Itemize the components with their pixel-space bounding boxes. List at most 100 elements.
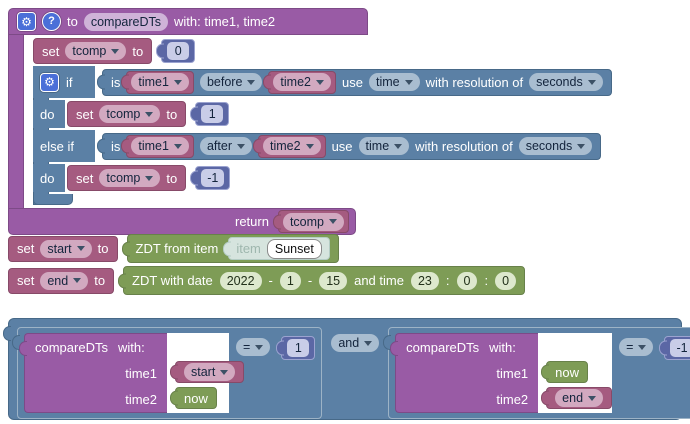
comparison-operator-dropdown[interactable]: = bbox=[236, 338, 271, 356]
year-field[interactable]: 2022 bbox=[219, 271, 262, 290]
statement-set-tcomp-neg1: set tcomp to -1 bbox=[67, 165, 231, 191]
dropdown-arrow-icon bbox=[404, 79, 413, 85]
operator-dropdown[interactable]: after bbox=[199, 137, 252, 155]
to-label: to bbox=[166, 170, 178, 186]
variable-block-time2[interactable]: time2 bbox=[257, 134, 326, 158]
if-block-foot bbox=[33, 194, 73, 205]
dropdown-arrow-icon bbox=[145, 175, 154, 181]
do-label: do bbox=[40, 170, 55, 186]
colon-separator: : bbox=[484, 273, 489, 288]
hour-field[interactable]: 23 bbox=[410, 271, 439, 290]
variable-name: tcomp bbox=[289, 214, 324, 229]
zdt-from-item-block[interactable]: ZDT from item item Sunset bbox=[126, 234, 339, 263]
variable-dropdown[interactable]: end bbox=[555, 389, 604, 407]
elseif-label: else if bbox=[40, 138, 74, 154]
variable-block-time2[interactable]: time2 bbox=[268, 70, 336, 94]
mutator-gear-icon[interactable]: ⚙ bbox=[17, 12, 36, 31]
number-block[interactable]: -1 bbox=[195, 166, 231, 190]
second-field[interactable]: 0 bbox=[495, 271, 517, 290]
zdt-with-date-block[interactable]: ZDT with date 2022 - 1 - 15 and time 23 … bbox=[123, 266, 526, 295]
call-input-sockets: now end bbox=[538, 333, 613, 413]
variable-block-time1[interactable]: time1 bbox=[126, 70, 194, 94]
number-block[interactable]: 1 bbox=[195, 102, 230, 126]
if-block[interactable]: ⚙ if is time1 bbox=[33, 66, 612, 205]
variable-dropdown[interactable]: start bbox=[184, 363, 236, 381]
variable-dropdown[interactable]: tcomp bbox=[99, 169, 161, 187]
resolution-dropdown[interactable]: seconds bbox=[529, 73, 603, 91]
procedure-header[interactable]: ⚙ ? to compareDTs with: time1, time2 bbox=[8, 8, 368, 35]
to-label: to bbox=[166, 106, 178, 122]
statement-set-start: set start to ZDT from item item Sunset bbox=[8, 234, 339, 263]
minute-field[interactable]: 0 bbox=[456, 271, 478, 290]
number-field[interactable]: -1 bbox=[670, 339, 690, 357]
number-field[interactable]: -1 bbox=[201, 169, 225, 187]
help-icon[interactable]: ? bbox=[42, 12, 61, 31]
statement-set-tcomp-0: set tcomp to 0 bbox=[33, 38, 612, 64]
number-block[interactable]: 0 bbox=[161, 39, 196, 63]
variable-dropdown[interactable]: time1 bbox=[131, 73, 189, 91]
operator-value: before bbox=[206, 75, 243, 89]
zdt-from-item-label: ZDT from item bbox=[135, 241, 219, 256]
variable-block-tcomp[interactable]: tcomp bbox=[277, 210, 349, 233]
resolution-value: seconds bbox=[536, 75, 583, 89]
variable-block-start[interactable]: start bbox=[175, 361, 245, 383]
source-dropdown[interactable]: time bbox=[368, 73, 420, 91]
now-label: now bbox=[555, 364, 580, 380]
variable-dropdown[interactable]: tcomp bbox=[65, 42, 127, 60]
statement-set-end: set end to ZDT with date 2022 - 1 - 15 a… bbox=[8, 266, 526, 295]
compareDTs-call-block[interactable]: compareDTs with: time1 time2 bbox=[390, 333, 539, 413]
variable-dropdown[interactable]: tcomp bbox=[99, 105, 161, 123]
month-field[interactable]: 1 bbox=[279, 271, 301, 290]
procedure-definition-block[interactable]: ⚙ ? to compareDTs with: time1, time2 set… bbox=[8, 8, 612, 235]
set-variable-block[interactable]: set tcomp to bbox=[67, 165, 187, 191]
source-value: time bbox=[365, 139, 390, 153]
resolution-value: seconds bbox=[525, 139, 573, 153]
source-dropdown[interactable]: time bbox=[358, 137, 410, 155]
variable-dropdown[interactable]: time1 bbox=[131, 137, 189, 155]
number-field[interactable]: 1 bbox=[201, 105, 224, 123]
variable-block-time1[interactable]: time1 bbox=[126, 134, 194, 158]
return-label: return bbox=[234, 214, 269, 229]
variable-dropdown[interactable]: start bbox=[40, 239, 92, 258]
set-variable-block[interactable]: set start to bbox=[8, 235, 118, 262]
set-label: set bbox=[76, 106, 94, 122]
set-variable-block[interactable]: set tcomp to bbox=[67, 101, 187, 127]
item-name-field[interactable]: Sunset bbox=[266, 238, 322, 259]
variable-block-end[interactable]: end bbox=[546, 387, 613, 409]
dropdown-arrow-icon bbox=[316, 79, 324, 85]
procedure-return-row: return tcomp bbox=[8, 208, 356, 235]
day-field[interactable]: 15 bbox=[319, 271, 348, 290]
logic-and-block[interactable]: compareDTs with: time1 time2 bbox=[3, 318, 690, 420]
now-block[interactable]: now bbox=[546, 361, 589, 383]
operator-value: = bbox=[626, 340, 634, 354]
comparison-block-left[interactable]: compareDTs with: time1 time2 bbox=[11, 327, 323, 419]
set-variable-block[interactable]: set end to bbox=[8, 267, 115, 294]
operator-dropdown[interactable]: before bbox=[199, 73, 263, 91]
procedure-name-field[interactable]: compareDTs bbox=[83, 12, 169, 31]
comparison-block-right[interactable]: compareDTs with: time1 time2 now bbox=[383, 327, 690, 419]
logic-operator-dropdown[interactable]: and bbox=[331, 334, 380, 352]
datetime-compare-block[interactable]: is time1 after bbox=[102, 132, 602, 160]
zdt-with-date-label: ZDT with date bbox=[132, 273, 213, 288]
resolution-dropdown[interactable]: seconds bbox=[518, 137, 593, 155]
number-block[interactable]: 1 bbox=[281, 336, 316, 360]
variable-dropdown[interactable]: tcomp bbox=[282, 212, 344, 231]
variable-dropdown[interactable]: time2 bbox=[262, 137, 321, 155]
number-field[interactable]: 1 bbox=[287, 339, 310, 357]
variable-dropdown[interactable]: time2 bbox=[273, 73, 331, 91]
now-block[interactable]: now bbox=[175, 387, 217, 409]
comparison-operator-dropdown[interactable]: = bbox=[619, 338, 654, 356]
dropdown-arrow-icon bbox=[255, 344, 264, 350]
number-field[interactable]: 0 bbox=[167, 42, 190, 60]
procedure-spine bbox=[8, 35, 24, 208]
use-label: use bbox=[342, 74, 363, 90]
dropdown-arrow-icon bbox=[305, 143, 314, 149]
set-variable-block[interactable]: set tcomp to bbox=[33, 38, 153, 64]
item-block[interactable]: item Sunset bbox=[228, 237, 330, 260]
number-block[interactable]: -1 bbox=[664, 336, 690, 360]
variable-dropdown[interactable]: end bbox=[40, 271, 89, 290]
dropdown-arrow-icon bbox=[111, 48, 120, 54]
compareDTs-call-block[interactable]: compareDTs with: time1 time2 bbox=[19, 333, 167, 413]
datetime-compare-block[interactable]: is time1 before bbox=[102, 68, 612, 96]
mutator-gear-icon[interactable]: ⚙ bbox=[40, 72, 59, 92]
